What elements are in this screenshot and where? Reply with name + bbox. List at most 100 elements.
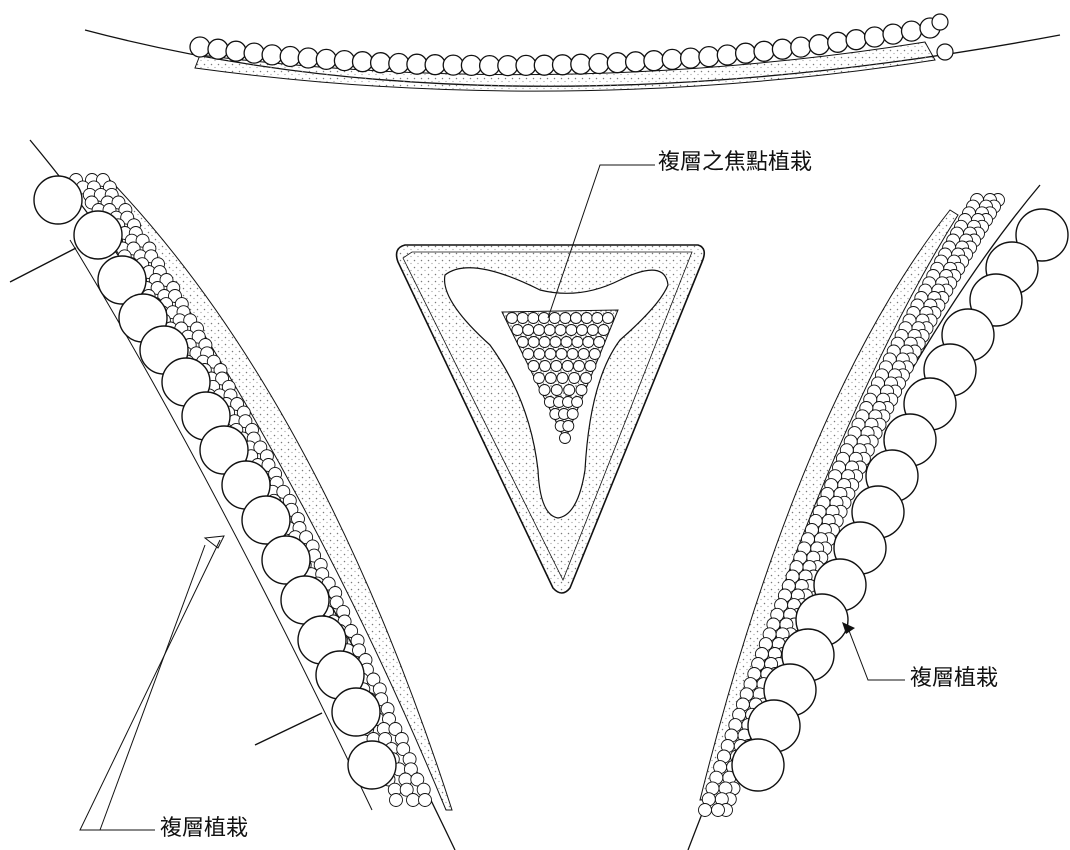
focal-shrub bbox=[594, 337, 605, 348]
focal-shrub bbox=[534, 325, 545, 336]
focal-shrub bbox=[603, 313, 614, 324]
shrub bbox=[736, 43, 756, 63]
shrub bbox=[480, 56, 500, 76]
focal-shrub bbox=[587, 325, 598, 336]
focal-shrub bbox=[598, 325, 609, 336]
focal-shrub bbox=[545, 373, 556, 384]
shrub bbox=[298, 48, 318, 68]
large-shrub bbox=[348, 741, 396, 789]
focal-shrub bbox=[550, 337, 561, 348]
shrub bbox=[208, 39, 228, 59]
shrub bbox=[607, 53, 627, 73]
focal-shrub bbox=[534, 373, 545, 384]
focal-shrub bbox=[539, 313, 550, 324]
focal-planting-label: 複層之焦點植栽 bbox=[658, 152, 812, 174]
shrub bbox=[644, 51, 664, 71]
small-shrub bbox=[390, 794, 403, 807]
left-leader-upper bbox=[10, 248, 76, 282]
shrub bbox=[461, 55, 481, 75]
left-planting-bed bbox=[10, 140, 455, 850]
layered-planting-label-right: 複層植栽 bbox=[910, 668, 998, 690]
triangular-planter bbox=[397, 245, 705, 593]
shrub bbox=[534, 55, 554, 75]
focal-shrub bbox=[583, 337, 594, 348]
focal-shrub bbox=[585, 361, 596, 372]
focal-shrub bbox=[551, 361, 562, 372]
focal-shrub bbox=[589, 349, 600, 360]
focal-shrub bbox=[512, 325, 523, 336]
focal-shrub bbox=[577, 325, 588, 336]
focal-shrub bbox=[567, 349, 578, 360]
shrub bbox=[334, 51, 354, 71]
shrub bbox=[937, 44, 953, 60]
focal-shrub bbox=[564, 385, 575, 396]
shrub bbox=[699, 47, 719, 67]
shrub bbox=[498, 56, 518, 76]
focal-shrub bbox=[560, 313, 571, 324]
focal-shrub bbox=[557, 373, 568, 384]
right-leader bbox=[848, 628, 905, 680]
focal-shrub bbox=[534, 349, 545, 360]
focal-shrub bbox=[567, 409, 578, 420]
shrub bbox=[681, 48, 701, 68]
focal-shrub bbox=[561, 337, 572, 348]
focal-shrub bbox=[572, 397, 583, 408]
shrub bbox=[932, 14, 948, 30]
small-shrub bbox=[712, 804, 725, 817]
shrub bbox=[553, 55, 573, 75]
left-large-shrub-row bbox=[34, 176, 396, 789]
focal-shrub bbox=[581, 373, 592, 384]
focal-shrub bbox=[539, 337, 550, 348]
shrub bbox=[828, 32, 848, 52]
large-shrub bbox=[732, 739, 784, 791]
focal-shrub bbox=[551, 385, 562, 396]
shrub bbox=[662, 49, 682, 69]
shrub bbox=[516, 55, 536, 75]
small-shrub bbox=[419, 794, 432, 807]
focal-shrub bbox=[571, 313, 582, 324]
focal-shrub bbox=[556, 349, 567, 360]
left-leader-lower bbox=[255, 713, 322, 745]
shrub bbox=[389, 54, 409, 74]
shrub bbox=[353, 52, 373, 72]
shrub bbox=[226, 41, 246, 61]
focal-shrub bbox=[523, 325, 534, 336]
focal-shrub bbox=[549, 313, 560, 324]
focal-shrub bbox=[562, 361, 573, 372]
shrub bbox=[809, 35, 829, 55]
left-leader-a bbox=[80, 540, 220, 830]
large-shrub bbox=[74, 211, 122, 259]
shrub bbox=[589, 54, 609, 74]
focal-shrub bbox=[528, 337, 539, 348]
shrub bbox=[425, 55, 445, 75]
shrub bbox=[571, 54, 591, 74]
shrub bbox=[865, 27, 885, 47]
shrub bbox=[883, 24, 903, 44]
focal-shrub bbox=[566, 325, 577, 336]
shrub bbox=[443, 55, 463, 75]
shrub bbox=[846, 30, 866, 50]
shrub bbox=[280, 47, 300, 67]
layered-planting-label-left: 複層植栽 bbox=[160, 818, 248, 840]
large-shrub bbox=[332, 688, 380, 736]
focal-shrub bbox=[576, 385, 587, 396]
shrub bbox=[316, 49, 336, 69]
focal-shrub bbox=[528, 313, 539, 324]
focal-shrub bbox=[540, 361, 551, 372]
small-shrub bbox=[407, 794, 420, 807]
shrub bbox=[717, 45, 737, 65]
top-planting-bed bbox=[85, 14, 1060, 91]
shrub bbox=[902, 21, 922, 41]
shrub bbox=[791, 37, 811, 57]
shrub bbox=[262, 45, 282, 65]
focal-shrub bbox=[574, 361, 585, 372]
shrub bbox=[754, 41, 774, 61]
focal-shrub bbox=[572, 337, 583, 348]
left-leader-b bbox=[100, 545, 205, 830]
shrub bbox=[371, 53, 391, 73]
shrub bbox=[244, 43, 264, 63]
focal-shrub bbox=[569, 373, 580, 384]
right-small-shrub-band bbox=[699, 194, 1005, 817]
focal-shrub bbox=[592, 313, 603, 324]
